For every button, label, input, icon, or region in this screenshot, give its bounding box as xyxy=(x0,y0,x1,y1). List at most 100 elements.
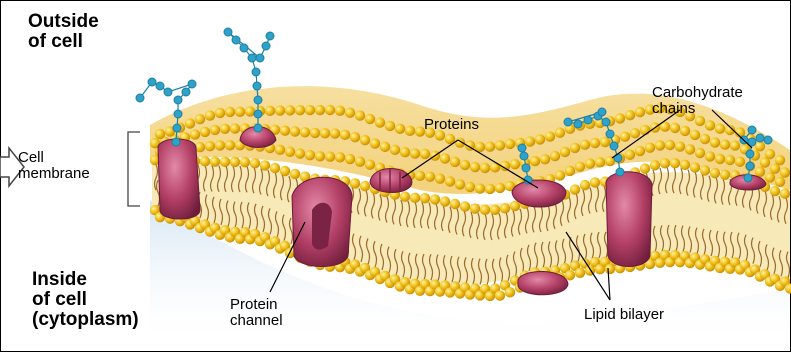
lipid-head xyxy=(280,125,290,135)
lipid-head xyxy=(445,176,455,186)
lipid-head xyxy=(615,113,625,123)
lipid-head xyxy=(540,154,550,164)
lipid-head xyxy=(500,203,510,213)
lipid-head xyxy=(220,157,230,167)
sugar-bead xyxy=(564,118,572,126)
lipid-head xyxy=(530,156,540,166)
protein-channel-label: Protein channel xyxy=(230,297,283,329)
lipid-head xyxy=(580,180,590,190)
lipid-head xyxy=(670,158,680,168)
lipid-head xyxy=(660,158,670,168)
lipid-head xyxy=(215,140,225,150)
lipid-head xyxy=(365,159,375,169)
lipid-head xyxy=(280,166,290,176)
lipid-head xyxy=(700,165,710,175)
lipid-head xyxy=(755,167,765,177)
sugar-bead xyxy=(764,136,772,144)
sugar-bead xyxy=(256,54,264,62)
inside-line-2: of cell xyxy=(32,290,139,310)
lipid-head xyxy=(200,127,210,137)
lipid-head xyxy=(680,126,690,136)
lipid-head xyxy=(565,270,575,280)
lipid-head xyxy=(570,143,580,153)
lipid-head xyxy=(365,114,375,124)
lipid-head xyxy=(425,171,435,181)
lipid-head xyxy=(575,161,585,171)
lipid-head xyxy=(465,182,475,192)
lipid-head xyxy=(775,177,785,187)
lipid-head xyxy=(195,114,205,124)
lipid-head xyxy=(410,193,420,203)
outside-line-2: of cell xyxy=(28,32,99,52)
lipid-head xyxy=(490,205,500,215)
lipid-head xyxy=(695,148,705,158)
bracket-icon xyxy=(128,132,140,206)
cell-membrane-line-2: membrane xyxy=(18,166,90,182)
lipid-head xyxy=(765,172,775,182)
lipid-head xyxy=(725,155,735,165)
sugar-bead xyxy=(746,162,754,170)
lipid-head xyxy=(475,183,485,193)
lipid-head xyxy=(735,157,745,167)
lipid-head xyxy=(695,116,705,126)
cell-membrane-line-1: Cell xyxy=(18,150,90,166)
lipid-head xyxy=(620,132,630,142)
lipid-head xyxy=(595,157,605,167)
protein-tall-right xyxy=(606,172,652,267)
lipid-head xyxy=(625,150,635,160)
lipid-head xyxy=(480,163,490,173)
lipid-head xyxy=(330,128,340,138)
lipid-head xyxy=(210,125,220,135)
protein-left xyxy=(158,139,200,219)
lipid-head xyxy=(640,125,650,135)
lipid-head xyxy=(230,157,240,167)
lipid-head xyxy=(260,160,270,170)
lipid-head xyxy=(555,128,565,138)
sugar-bead xyxy=(744,174,752,182)
protein-lower-mid xyxy=(518,271,568,294)
lipid-head xyxy=(325,105,335,115)
sugar-bead xyxy=(254,110,262,118)
lipid-head xyxy=(485,141,495,151)
lipid-head xyxy=(705,120,715,130)
sugar-bead xyxy=(520,152,528,160)
lipid-head xyxy=(640,163,650,173)
lipid-head xyxy=(780,188,790,198)
carbohydrate-chains-label: Carbohydrate chains xyxy=(652,85,743,117)
lipid-head xyxy=(655,140,665,150)
lipid-head xyxy=(770,186,780,196)
carbohydrate-line-2: chains xyxy=(652,101,743,117)
lipid-head xyxy=(230,123,240,133)
lipid-head xyxy=(335,106,345,116)
lipid-head xyxy=(710,137,720,147)
lipid-head xyxy=(645,143,655,153)
sugar-bead xyxy=(584,116,592,124)
lipid-head xyxy=(480,205,490,215)
lipid-head xyxy=(155,129,165,139)
lipid-head xyxy=(720,170,730,180)
lipid-head xyxy=(405,126,415,136)
lipid-head xyxy=(295,105,305,115)
lipid-bilayer-label: Lipid bilayer xyxy=(584,307,664,323)
lipid-head xyxy=(420,149,430,159)
lipid-head xyxy=(565,166,575,176)
sugar-bead xyxy=(172,138,180,146)
protein-right-mid xyxy=(512,180,566,207)
sugar-bead xyxy=(148,78,156,86)
outside-label: Outside of cell xyxy=(28,12,99,52)
lipid-head xyxy=(310,128,320,138)
lipid-head xyxy=(560,147,570,157)
inside-line-1: Inside xyxy=(32,270,139,290)
lipid-head xyxy=(305,105,315,115)
lipid-head xyxy=(385,121,395,131)
sugar-bead xyxy=(156,82,164,90)
inside-label: Inside of cell (cytoplasm) xyxy=(32,270,139,330)
lipid-head xyxy=(765,149,775,159)
carbohydrate-line-1: Carbohydrate xyxy=(652,85,743,101)
sugar-bead xyxy=(224,28,232,36)
lipid-head xyxy=(690,130,700,140)
lipid-head xyxy=(455,137,465,147)
lipid-head xyxy=(485,184,495,194)
lipid-head xyxy=(635,107,645,117)
sugar-bead xyxy=(173,124,181,132)
